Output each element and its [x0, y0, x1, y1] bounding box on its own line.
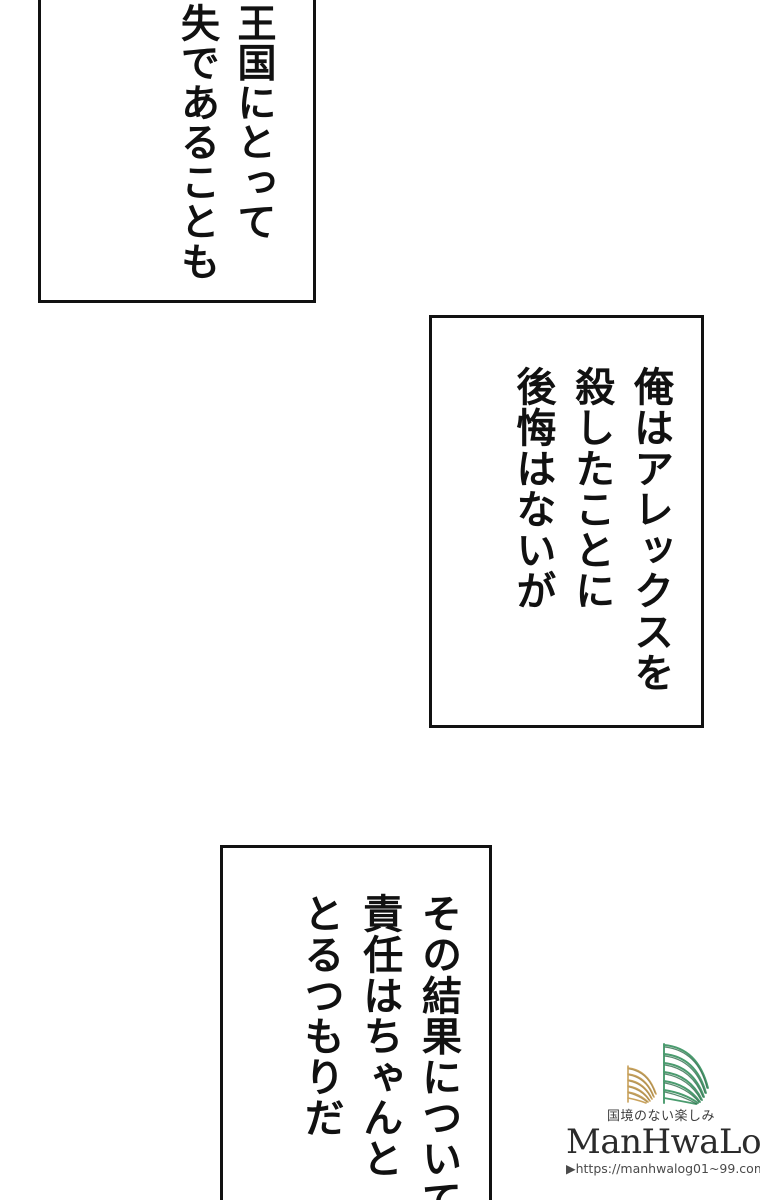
- watermark-tagline: 国境のない楽しみ: [606, 1109, 715, 1124]
- watermark: 国境のない楽しみ ManHwaLog ▶https://manhwalog01~…: [566, 1036, 760, 1196]
- comic-panel-2: 俺はアレックスを 殺したことに 後悔はないが: [429, 315, 704, 728]
- panel-1-narration-text: 王国にとって 失であることも: [174, 3, 276, 282]
- comic-panel-1: 王国にとって 失であることも: [38, 0, 316, 303]
- watermark-logo: [566, 1036, 756, 1108]
- watermark-brand: ManHwaLog: [566, 1121, 760, 1162]
- fan-book-pages-icon: [627, 1043, 709, 1105]
- panel-3-narration-text: その結果について 責任はちゃんと とるつもりだ: [297, 893, 461, 1200]
- watermark-url[interactable]: ▶https://manhwalog01~99.com◀: [566, 1161, 760, 1177]
- panel-2-narration-text: 俺はアレックスを 殺したことに 後悔はないが: [509, 366, 673, 693]
- comic-panel-3: その結果について 責任はちゃんと とるつもりだ: [220, 845, 492, 1200]
